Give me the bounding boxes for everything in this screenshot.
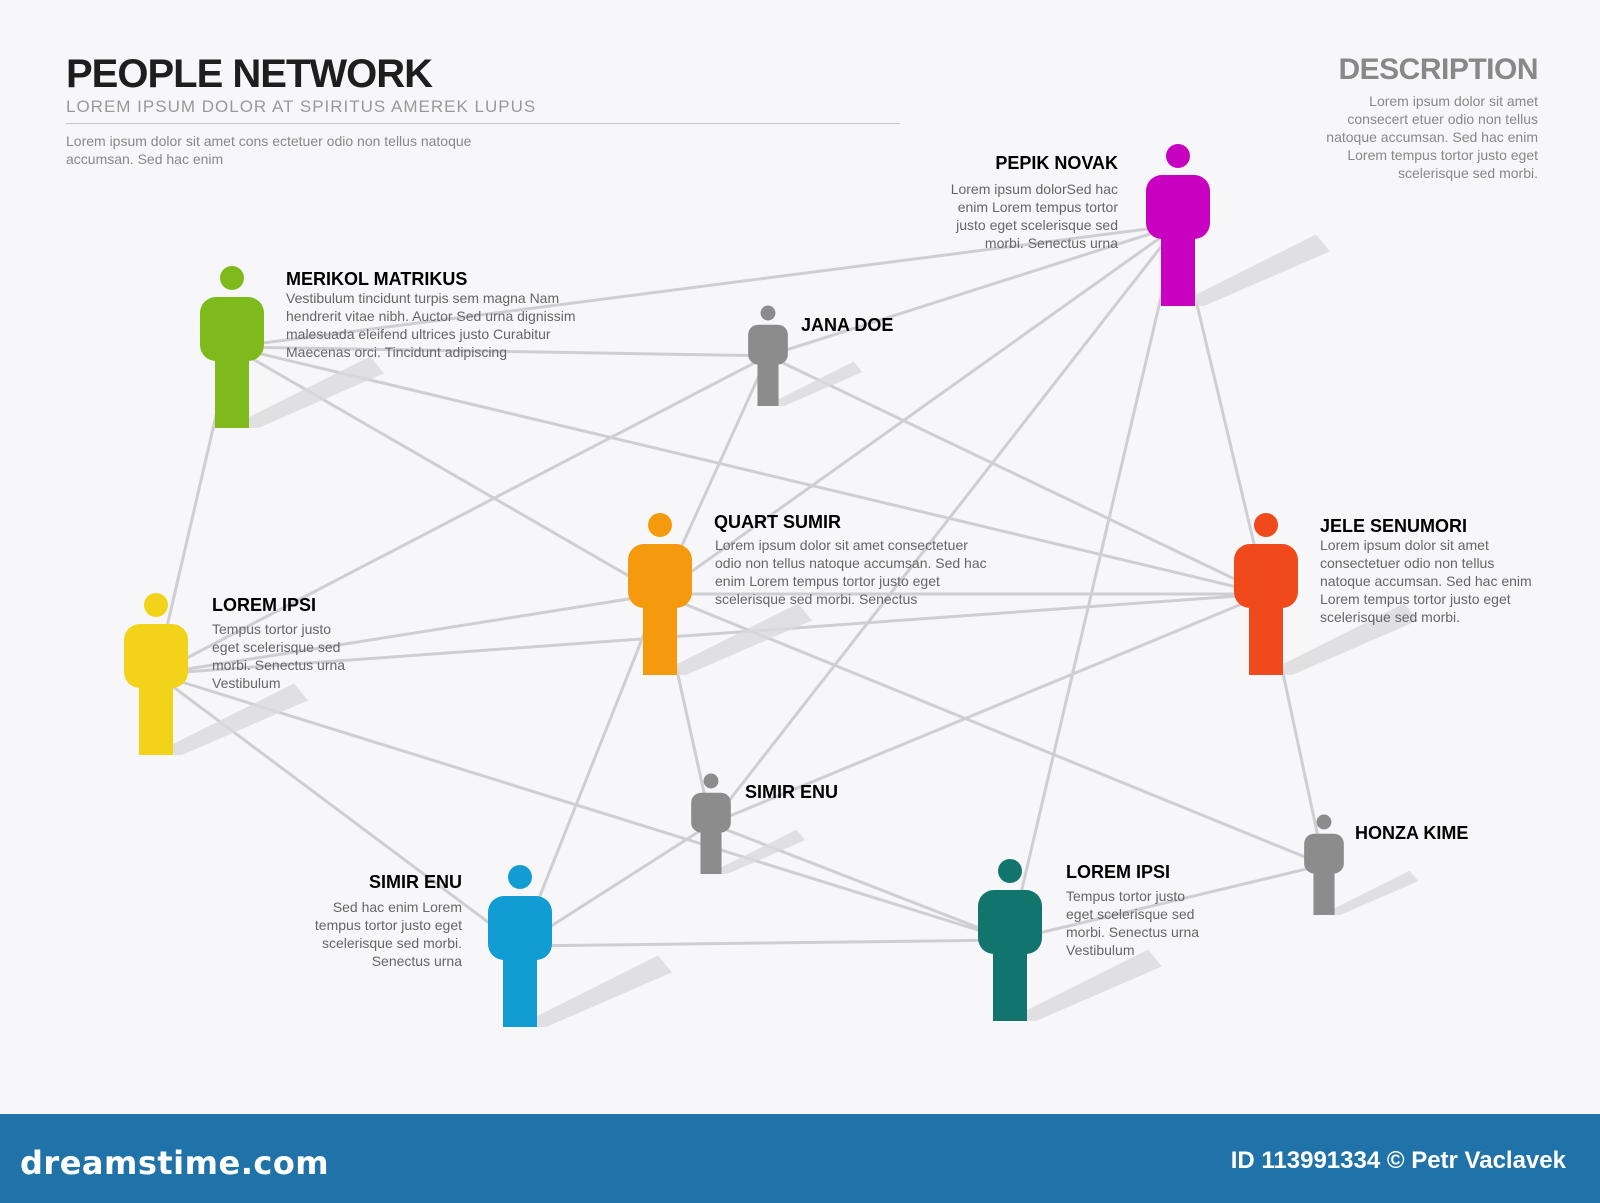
person-name-lorem-ipsi-yellow: LOREM IPSI — [212, 595, 317, 615]
connection-lines — [154, 223, 1326, 948]
connection-line-jana-jele — [767, 354, 1267, 596]
person-legs-jana — [757, 352, 779, 406]
person-text-pepik-novak: Lorem ipsum dolorSed hac enim Lorem temp… — [950, 181, 1118, 251]
person-icon-honza[interactable] — [1304, 814, 1344, 915]
person-head-quart — [648, 513, 672, 537]
person-name-lorem-ipsi-teal: LOREM IPSI — [1066, 862, 1171, 882]
shadow-pepik — [1186, 234, 1330, 306]
page-subtitle: LOREM IPSUM DOLOR AT SPIRITUS AMEREK LUP… — [66, 97, 537, 116]
connection-line-pepik-simir1 — [709, 224, 1180, 825]
person-text-simir-enu-blue: Sed hac enim Lorem tempus tortor justo e… — [314, 899, 462, 969]
person-icon-jana[interactable] — [748, 305, 788, 406]
shadow-merikol — [240, 356, 384, 428]
connection-line-jana-lorem1 — [155, 354, 769, 676]
person-icon-simir2[interactable] — [488, 865, 552, 1027]
connection-line-pepik-jana — [767, 223, 1179, 358]
connection-line-simir1-lorem2 — [710, 822, 1011, 942]
person-icon-lorem1[interactable] — [124, 593, 188, 755]
connection-line-pepik-quart — [659, 223, 1179, 596]
person-name-quart-sumir: QUART SUMIR — [714, 512, 841, 532]
description-text: Lorem ipsum dolor sit amet consecert etu… — [1326, 93, 1538, 181]
person-legs-lorem2 — [993, 934, 1027, 1021]
person-name-jele-senumori: JELE SENUMORI — [1320, 516, 1468, 536]
person-legs-lorem1 — [139, 668, 173, 755]
connection-line-merikol-jana — [231, 345, 769, 358]
person-text-quart-sumir: Lorem ipsum dolor sit amet consectetuer … — [715, 537, 987, 607]
person-head-jana — [760, 305, 776, 321]
title-divider — [66, 123, 900, 124]
person-icon-simir1[interactable] — [691, 773, 731, 874]
person-head-simir1 — [703, 773, 719, 789]
connection-line-jele-simir1 — [710, 592, 1267, 826]
person-head-simir2 — [508, 865, 532, 889]
footer-bar: dreamstime.com ID 113991334 © Petr Vacla… — [0, 1114, 1600, 1203]
person-name-jana-doe: JANA DOE — [801, 315, 894, 335]
person-icon-quart[interactable] — [628, 513, 692, 675]
person-icon-lorem2[interactable] — [978, 859, 1042, 1021]
person-head-lorem2 — [998, 859, 1022, 883]
person-head-lorem1 — [144, 593, 168, 617]
page-title: PEOPLE NETWORK — [66, 52, 433, 96]
person-legs-pepik — [1161, 219, 1195, 306]
person-legs-quart — [643, 588, 677, 675]
person-head-jele — [1254, 513, 1278, 537]
person-legs-simir1 — [700, 820, 722, 874]
person-text-lorem-ipsi-yellow: Tempus tortor justo eget scelerisque sed… — [212, 621, 346, 691]
person-head-pepik — [1166, 144, 1190, 168]
connection-line-quart-lorem1 — [155, 592, 661, 676]
connection-line-pepik-lorem2 — [1008, 224, 1180, 941]
intro-text: Lorem ipsum dolor sit amet cons ectetuer… — [66, 133, 472, 167]
person-figures — [124, 144, 1344, 1027]
person-icon-pepik[interactable] — [1146, 144, 1210, 306]
person-name-simir-enu-grey: SIMIR ENU — [745, 782, 839, 802]
connection-line-pepik-merikol — [231, 223, 1179, 349]
network-diagram — [124, 144, 1419, 1027]
person-name-simir-enu-blue: SIMIR ENU — [368, 872, 462, 892]
connection-line-jele-lorem1 — [155, 592, 1267, 676]
footer-image-id: ID 113991334 © Petr Vaclavek — [1230, 1147, 1566, 1174]
connection-line-quart-simir2 — [518, 593, 662, 947]
shadow-jana — [772, 361, 863, 406]
person-legs-simir2 — [503, 940, 537, 1027]
person-legs-jele — [1249, 588, 1283, 675]
person-text-lorem-ipsi-teal: Tempus tortor justo eget scelerisque sed… — [1066, 888, 1200, 958]
shadow-lorem1 — [164, 683, 308, 755]
connection-line-lorem2-honza — [1009, 863, 1325, 942]
shadow-quart — [668, 603, 812, 675]
person-name-merikol-matrikus: MERIKOL MATRIKUS — [286, 269, 468, 289]
connection-line-simir2-lorem2 — [519, 938, 1011, 948]
person-text-jele-senumori: Lorem ipsum dolor sit amet consectetuer … — [1320, 537, 1532, 625]
person-legs-merikol — [215, 341, 249, 428]
description-title: DESCRIPTION — [1338, 53, 1538, 86]
shadow-simir2 — [528, 955, 672, 1027]
shadow-simir1 — [715, 829, 806, 874]
connection-line-lorem1-lorem2 — [155, 672, 1011, 942]
person-icon-merikol[interactable] — [200, 266, 264, 428]
footer-logo[interactable]: dreamstime.com — [20, 1144, 330, 1182]
connection-line-merikol-quart — [231, 345, 661, 596]
connection-line-merikol-jele — [231, 345, 1267, 596]
person-head-honza — [1316, 814, 1332, 830]
shadow-lorem2 — [1018, 949, 1162, 1021]
person-text-merikol-matrikus: Vestibulum tincidunt turpis sem magna Na… — [286, 290, 576, 360]
shadow-honza — [1328, 870, 1419, 915]
figure-shadows — [164, 234, 1419, 1027]
person-icon-jele[interactable] — [1234, 513, 1298, 675]
person-name-pepik-novak: PEPIK NOVAK — [995, 153, 1118, 173]
connection-line-quart-honza — [659, 592, 1325, 867]
person-legs-honza — [1313, 861, 1335, 915]
connection-line-lorem1-simir2 — [155, 672, 521, 948]
shadow-jele — [1274, 603, 1418, 675]
person-head-merikol — [220, 266, 244, 290]
person-name-honza-kime: HONZA KIME — [1355, 823, 1469, 843]
